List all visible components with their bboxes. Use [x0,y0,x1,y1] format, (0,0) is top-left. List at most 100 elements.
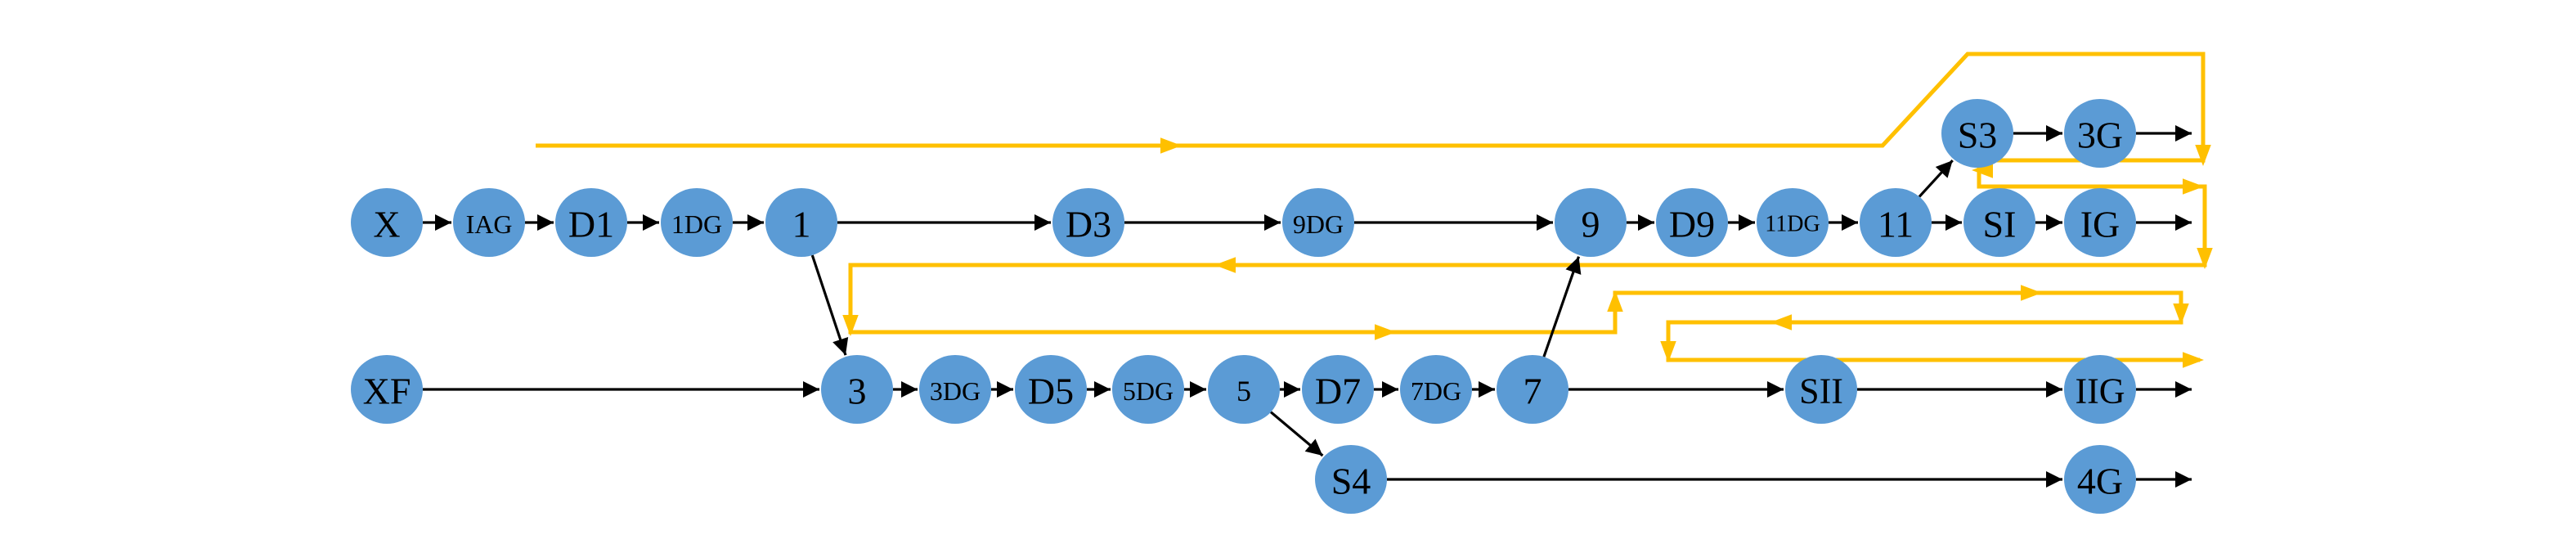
node-d3: D3 [1052,188,1124,257]
node-4g: 4G [2064,445,2136,514]
energy-flow-path [536,52,2207,362]
flow-arrow-8 [1375,324,1396,340]
node-circle [453,188,525,257]
node-sii: SII [1785,355,1857,424]
node-circle [1941,99,2013,168]
node-label: 3 [848,371,867,412]
flow-arrow-9 [1607,290,1623,312]
node-1: 1 [765,188,837,257]
node-circle [351,188,423,257]
node-circle [2064,355,2136,424]
node-label: SII [1799,371,1843,411]
node-label: IAG [466,209,513,239]
node-d9: D9 [1656,188,1728,257]
node-label: 1 [792,204,811,245]
node-label: S4 [1331,461,1371,502]
flow-arrow-14 [2183,352,2204,368]
node-circle [1302,355,1374,424]
edge-1-to-3 [810,254,849,356]
node-circle [1282,188,1354,257]
node-label: 3G [2077,115,2123,156]
node-iig: IIG [2064,355,2136,424]
edge-7-to-9 [1542,256,1582,357]
node-label: X [373,204,400,245]
node-label: 4G [2077,461,2123,502]
node-label: D7 [1315,371,1361,412]
node-7dg: 7DG [1400,355,1472,424]
node-11: 11 [1860,188,1932,257]
node-circle [1555,188,1627,257]
node-circle [1656,188,1728,257]
node-1dg: 1DG [661,188,733,257]
node-circle [351,355,423,424]
node-circle [1315,445,1387,514]
node-label: D9 [1669,204,1715,245]
node-ig: IG [2064,188,2136,257]
node-circle [1963,188,2035,257]
node-circle [2064,445,2136,514]
node-3: 3 [821,355,893,424]
flow-arrow-12 [1770,314,1792,330]
node-7: 7 [1497,355,1568,424]
flow-arrow-1 [1160,137,1182,154]
flow-arrow-7 [842,315,859,336]
node-label: 3DG [930,376,981,406]
node-label: 7 [1524,371,1542,412]
node-3g: 3G [2064,99,2136,168]
node-circle [1015,355,1087,424]
flow-arrow-5 [2197,248,2213,269]
node-circle [1497,355,1568,424]
node-circle [919,355,991,424]
node-9dg: 9DG [1282,188,1354,257]
node-label: 9DG [1293,209,1344,239]
node-circle [2064,188,2136,257]
node-circle [555,188,627,257]
node-circle [2064,99,2136,168]
edges [423,125,2192,488]
flow-arrow-2 [2195,145,2211,166]
node-label: D1 [568,204,614,245]
node-label: 1DG [671,209,722,239]
node-label: IG [2080,204,2120,245]
node-11dg: 11DG [1757,188,1829,257]
node-d5: D5 [1015,355,1087,424]
node-xf: XF [351,355,423,424]
node-circle [765,188,837,257]
node-circle [821,355,893,424]
node-label: XF [363,371,411,412]
node-d1: D1 [555,188,627,257]
node-d7: D7 [1302,355,1374,424]
node-label: D3 [1066,204,1111,245]
node-label: 5 [1236,375,1251,407]
node-circle [1400,355,1472,424]
node-9: 9 [1555,188,1627,257]
flow-paths [536,52,2213,368]
flow-arrow-4 [2183,178,2204,195]
node-label: 7DG [1411,376,1461,406]
node-circle [1785,355,1857,424]
edge-11-to-s3 [1918,160,1954,198]
node-label: SI [1983,204,2017,245]
node-label: 11 [1878,204,1914,245]
flow-arrow-11 [2173,303,2189,325]
node-circle [1860,188,1932,257]
node-circle [1208,355,1280,424]
node-label: 11DG [1765,212,1820,237]
flow-arrow-10 [2021,285,2042,301]
node-label: 5DG [1123,376,1174,406]
node-5dg: 5DG [1112,355,1184,424]
edge-5-to-s4 [1269,411,1324,457]
node-circle [1112,355,1184,424]
node-s4: S4 [1315,445,1387,514]
node-circle [1052,188,1124,257]
node-label: D5 [1028,371,1074,412]
node-x: X [351,188,423,257]
node-circle [1757,188,1829,257]
node-label: IIG [2075,371,2125,411]
node-label: 9 [1582,204,1600,245]
flow-arrow-6 [1214,257,1236,273]
node-5: 5 [1208,355,1280,424]
node-si: SI [1963,188,2035,257]
